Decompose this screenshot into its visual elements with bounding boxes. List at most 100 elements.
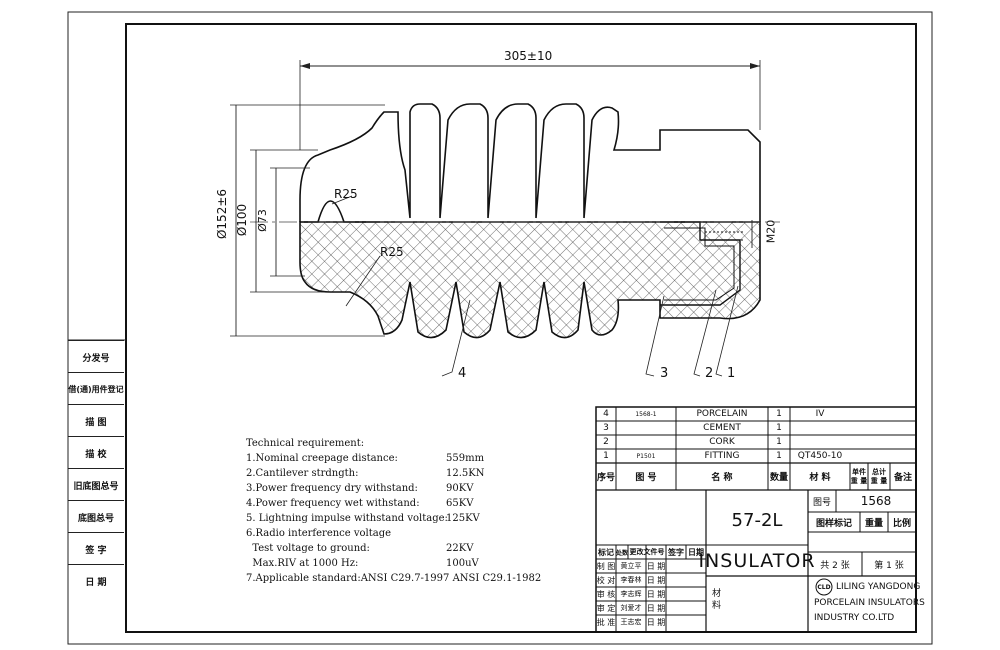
bom-name: FITTING [704, 451, 740, 461]
tech-row-value: 559mm [446, 453, 485, 464]
signoff-name: 李志辉 [620, 590, 642, 598]
side-strip-cell-4: 描 校 [68, 436, 124, 469]
tech-row: 6.Radio interference voltage [246, 526, 391, 541]
company-logo-circle [815, 578, 833, 596]
tech-row: 7.Applicable standard:ANSI C29.7-1997 AN… [246, 571, 541, 586]
tech-row: 4.Power frequency wet withstand: 65KV [246, 496, 473, 511]
sheet-number: 第 1 张 [874, 560, 904, 571]
tech-row-value: 65KV [446, 498, 474, 509]
balloon-2: 2 [705, 366, 714, 381]
rev-header-doc: 更改文件号 [629, 548, 665, 556]
tech-row-label: 4.Power frequency wet withstand: [246, 498, 420, 509]
length-dimension-label: 305±10 [504, 49, 553, 63]
company-name-line-1: LILING YANGDONG [836, 582, 921, 592]
bom-name: CEMENT [703, 423, 741, 433]
bom-header-total-weight: 总计 重 量 [870, 467, 888, 485]
bom-qty: 1 [776, 437, 782, 447]
bom-qty: 1 [776, 451, 782, 461]
bom-header-qty: 数量 [769, 473, 788, 483]
rev-header-sign: 签字 [668, 547, 684, 557]
bom-drawing: 1568-1 [635, 410, 657, 418]
signoff-date: 日 期 [646, 575, 666, 585]
weight-label: 重量 [864, 518, 883, 529]
bom-no: 2 [603, 437, 609, 447]
tech-row-value: 100uV [446, 558, 479, 569]
bom-no: 3 [603, 423, 609, 433]
r25-bottom-leader [345, 255, 381, 307]
groove-r25-top [300, 200, 380, 223]
insulator-lower-section [299, 221, 761, 339]
title-block-grid [595, 406, 917, 633]
signoff-name: 黄立平 [620, 562, 642, 570]
signoff-date: 日 期 [646, 603, 666, 613]
side-strip-cell-5: 旧底图总号 [68, 468, 124, 501]
tech-row: Test voltage to ground:22KV [246, 541, 473, 556]
signoff-role: 审 定 [596, 603, 616, 613]
signoff-date: 日 期 [646, 561, 666, 571]
tech-row: 5. Lightning impulse withstand voltage:1… [246, 511, 480, 526]
signoff-role: 校 对 [596, 575, 616, 585]
bom-header-material: 材 料 [809, 473, 831, 483]
tech-heading: Technical requirement: [246, 438, 365, 449]
diameter-152-label: Ø152±6 [215, 188, 230, 240]
leader-4 [441, 299, 471, 377]
rev-header-count: 处数 [616, 549, 629, 557]
signoff-role: 制 图 [596, 561, 616, 571]
bom-header-no: 序号 [596, 473, 615, 483]
tech-row-label: 1.Nominal creepage distance: [246, 453, 398, 464]
leader-3 [645, 295, 665, 377]
diameter-73-label: Ø73 [255, 209, 269, 232]
signoff-role: 审 核 [596, 589, 616, 599]
bom-qty: 1 [776, 409, 782, 419]
scale-label: 比例 [892, 518, 911, 529]
bom-material: QT450-10 [797, 451, 843, 461]
diameter-100-label: Ø100 [235, 203, 250, 237]
tech-row-label: 5. Lightning impulse withstand voltage: [246, 513, 448, 524]
tech-row-label: 7.Applicable standard:ANSI C29.7-1997 AN… [246, 573, 542, 584]
balloon-4: 4 [458, 366, 467, 381]
drawing-no-label: 图号 [812, 497, 831, 508]
radius-top-label: R25 [334, 187, 358, 201]
side-strip-cell-3: 描 图 [68, 404, 124, 437]
balloon-3: 3 [660, 366, 669, 381]
radius-bottom-label: R25 [380, 245, 404, 259]
drawing-no: 1568 [860, 494, 892, 508]
signoff-name: 刘爱才 [620, 604, 642, 612]
stage-label: 图样标记 [815, 518, 852, 529]
side-strip-cell-6: 底图总号 [68, 500, 124, 533]
signoff-name: 王志宏 [620, 618, 642, 626]
rev-header-date: 日期 [688, 547, 704, 557]
company-logo-text: CLD [817, 583, 831, 591]
sheet-inner-border [125, 23, 917, 633]
company-name-line-2: PORCELAIN INSULATORS [814, 598, 925, 608]
bom-no: 4 [603, 409, 609, 419]
side-strip-cell-1: 分发号 [68, 340, 124, 373]
r25-top-leader [331, 195, 353, 205]
signoff-role: 批 准 [596, 617, 616, 627]
cement-layer [664, 227, 735, 301]
bom-name: PORCELAIN [696, 409, 748, 419]
material-label: 材 料 [712, 589, 722, 611]
insulator-upper-outline [299, 103, 761, 222]
bom-header-name: 名 称 [711, 473, 733, 483]
total-sheets: 共 2 张 [820, 560, 850, 571]
tech-row: Max.RIV at 1000 Hz:100uV [246, 556, 478, 571]
balloon-1: 1 [727, 366, 736, 381]
tech-row: 2.Cantilever strdngth:12.5KN [246, 466, 485, 481]
thread-m20-label: M20 [764, 219, 778, 244]
company-name-line-3: INDUSTRY CO.LTD [814, 613, 895, 623]
bom-header-remark: 备注 [893, 473, 912, 483]
tech-row-value: 125KV [446, 513, 480, 524]
tech-row: 3.Power frequency dry withstand:90KV [246, 481, 473, 496]
tech-row-value: 90KV [446, 483, 474, 494]
dim-arrow-right [750, 63, 760, 69]
side-strip-cell-2: 借(通)用件登记 [68, 372, 124, 405]
signoff-date: 日 期 [646, 589, 666, 599]
bom-header-unit-weight: 单件 重 量 [850, 467, 868, 485]
drawing-title: INSULATOR [698, 550, 816, 572]
bom-no: 1 [603, 451, 609, 461]
part-number: 57-2L [731, 509, 783, 531]
sheet-outer-border [67, 11, 933, 645]
leader-2 [693, 289, 717, 377]
side-strip-cell-7: 签 字 [68, 532, 124, 565]
